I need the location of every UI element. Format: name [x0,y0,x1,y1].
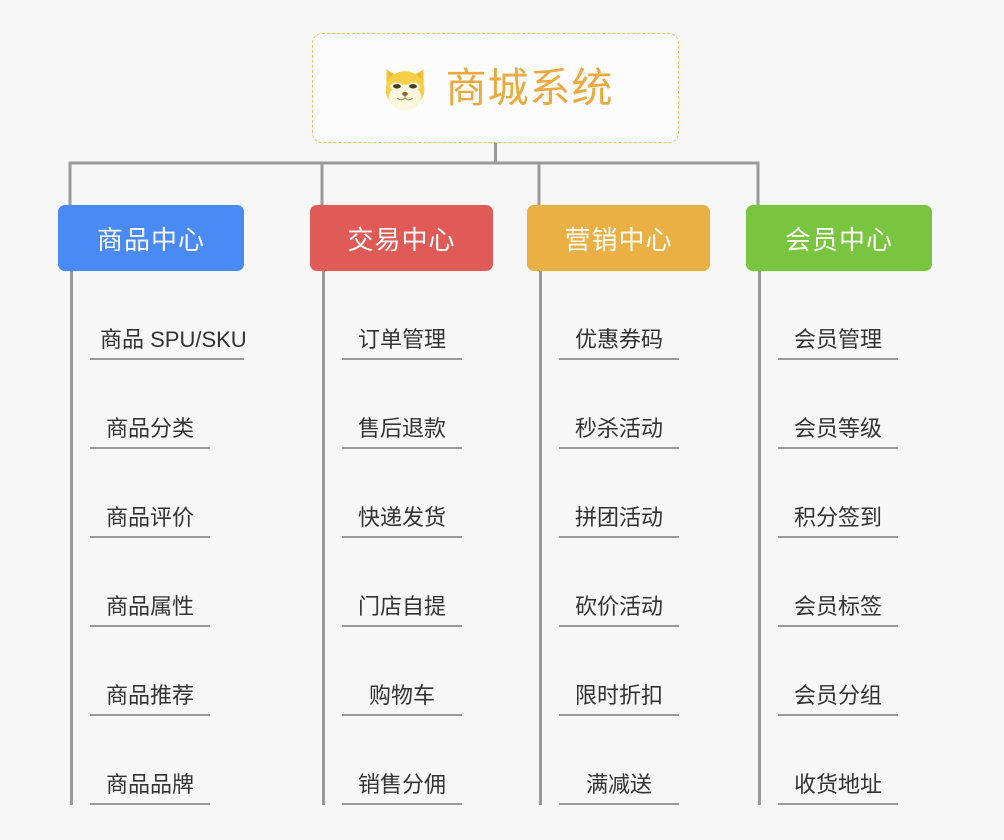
category-header-2[interactable]: 交易中心 [310,205,493,271]
leaf-label: 积分签到 [778,505,898,538]
list-item[interactable]: 会员管理 [746,271,932,360]
leaf-list-2: 订单管理售后退款快递发货门店自提购物车销售分佣 [310,271,493,805]
leaf-label: 商品推荐 [90,683,210,716]
leaf-label: 会员管理 [778,327,898,360]
leaf-list-1: 商品 SPU/SKU 商品分类商品评价商品属性商品推荐商品品牌 [58,271,247,805]
column-spine-1 [70,271,73,805]
leaf-label: 优惠券码 [559,327,679,360]
list-item[interactable]: 售后退款 [310,360,493,449]
leaf-label: 会员分组 [778,683,898,716]
list-item[interactable]: 快递发货 [310,449,493,538]
list-item[interactable]: 积分签到 [746,449,932,538]
list-item[interactable]: 秒杀活动 [527,360,710,449]
leaf-list-4: 会员管理会员等级积分签到会员标签会员分组收货地址 [746,271,932,805]
list-item[interactable]: 满减送 [527,716,710,805]
category-column-3: 营销中心优惠券码秒杀活动拼团活动砍价活动限时折扣满减送 [527,205,710,805]
leaf-label: 购物车 [342,683,462,716]
page-title: 商城系统 [445,64,614,111]
root-node[interactable]: 商城系统 [312,33,679,143]
column-spine-2 [322,271,325,805]
list-item[interactable]: 砍价活动 [527,538,710,627]
leaf-label: 商品分类 [90,416,210,449]
list-item[interactable]: 商品品牌 [58,716,244,805]
leaf-label: 销售分佣 [342,772,462,805]
list-item[interactable]: 销售分佣 [310,716,493,805]
category-header-4[interactable]: 会员中心 [746,205,932,271]
list-item[interactable]: 会员标签 [746,538,932,627]
leaf-label: 门店自提 [342,594,462,627]
category-column-1: 商品中心商品 SPU/SKU 商品分类商品评价商品属性商品推荐商品品牌 [58,205,247,805]
list-item[interactable]: 商品属性 [58,538,244,627]
leaf-label: 满减送 [559,772,679,805]
list-item[interactable]: 会员分组 [746,627,932,716]
shiba-dog-emoji [378,61,432,115]
list-item[interactable]: 门店自提 [310,538,493,627]
category-column-2: 交易中心订单管理售后退款快递发货门店自提购物车销售分佣 [310,205,493,805]
leaf-label: 限时折扣 [559,683,679,716]
leaf-label: 收货地址 [778,772,898,805]
list-item[interactable]: 订单管理 [310,271,493,360]
leaf-list-3: 优惠券码秒杀活动拼团活动砍价活动限时折扣满减送 [527,271,710,805]
leaf-label: 售后退款 [342,416,462,449]
category-column-4: 会员中心会员管理会员等级积分签到会员标签会员分组收货地址 [746,205,932,805]
list-item[interactable]: 优惠券码 [527,271,710,360]
leaf-label: 拼团活动 [559,505,679,538]
leaf-label: 商品属性 [90,594,210,627]
list-item[interactable]: 收货地址 [746,716,932,805]
list-item[interactable]: 购物车 [310,627,493,716]
list-item[interactable]: 商品评价 [58,449,244,538]
list-item[interactable]: 拼团活动 [527,449,710,538]
leaf-label: 砍价活动 [559,594,679,627]
list-item[interactable]: 会员等级 [746,360,932,449]
column-spine-3 [539,271,542,805]
category-header-1[interactable]: 商品中心 [58,205,244,271]
leaf-label: 秒杀活动 [559,416,679,449]
list-item[interactable]: 商品推荐 [58,627,244,716]
list-item[interactable]: 商品分类 [58,360,244,449]
leaf-label: 订单管理 [342,327,462,360]
list-item[interactable]: 商品 SPU/SKU [58,271,247,360]
leaf-label: 商品品牌 [90,772,210,805]
leaf-label: 商品评价 [90,505,210,538]
category-header-3[interactable]: 营销中心 [527,205,710,271]
column-spine-4 [758,271,761,805]
list-item[interactable]: 限时折扣 [527,627,710,716]
leaf-label: 商品 SPU/SKU [90,327,247,360]
leaf-label: 会员标签 [778,594,898,627]
leaf-label: 会员等级 [778,416,898,449]
leaf-label: 快递发货 [342,505,462,538]
